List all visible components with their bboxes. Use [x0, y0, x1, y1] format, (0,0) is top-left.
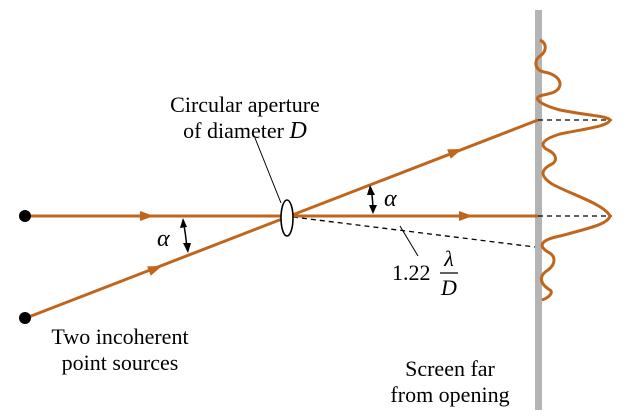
- point-source-upper: [19, 210, 31, 222]
- intensity-pattern: [534, 38, 612, 302]
- screen-label-line1: Screen far: [405, 356, 495, 381]
- aperture-label: Circular aperture of diameter D: [140, 92, 350, 144]
- alpha-label-right: α: [384, 186, 397, 212]
- sources-label: Two incoherent point sources: [20, 324, 220, 376]
- angle-arc-left: [180, 218, 191, 253]
- aperture-label-line1: Circular aperture: [170, 92, 320, 117]
- ray-arrowhead-3: [147, 266, 162, 276]
- aperture-label-line2: of diameter D: [140, 118, 350, 144]
- dashed-extension-line: [292, 216, 536, 248]
- sources-label-line1: Two incoherent: [51, 324, 189, 349]
- angle-leader-line: [399, 225, 419, 257]
- ray-arrowhead-2: [459, 211, 473, 221]
- aperture-leader-line: [254, 137, 282, 204]
- screen: [535, 10, 542, 410]
- screen-label-line2: from opening: [390, 382, 510, 407]
- angle-numerator: λ: [444, 246, 454, 271]
- aperture-label-prefix: of diameter: [183, 118, 290, 143]
- angle-arc-right: [367, 185, 377, 214]
- alpha-label-left: α: [157, 226, 170, 252]
- ray-arrowhead-1: [140, 211, 154, 221]
- ray-arrowhead-4: [447, 149, 462, 159]
- angle-denominator: D: [441, 275, 457, 300]
- circular-aperture: [280, 199, 294, 237]
- sources-label-line2: point sources: [61, 350, 179, 375]
- point-source-lower: [19, 312, 31, 324]
- aperture-symbol: D: [289, 118, 307, 144]
- angle-coefficient: 1.22: [392, 260, 431, 285]
- screen-label: Screen far from opening: [370, 356, 530, 408]
